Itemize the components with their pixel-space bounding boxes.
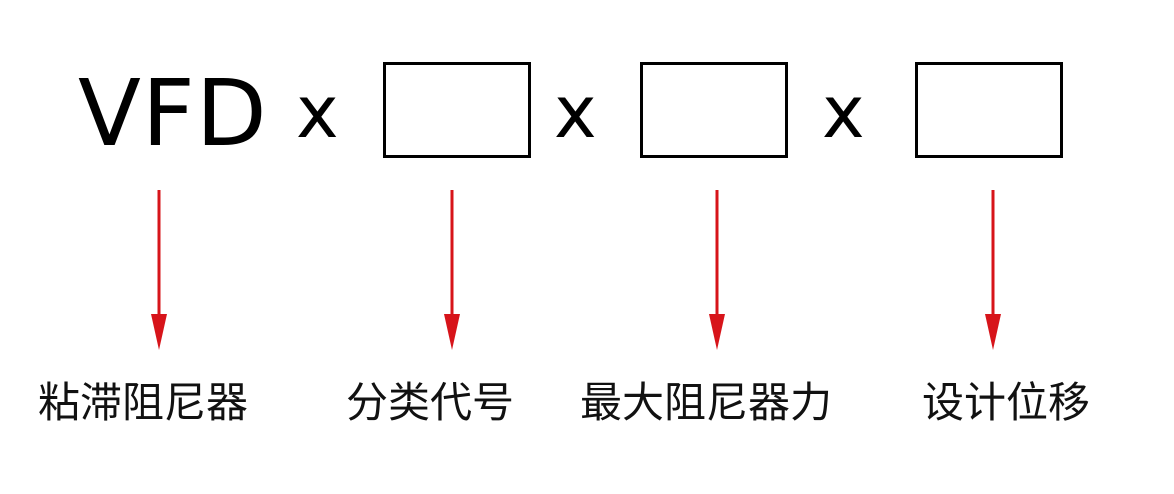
arrow-3	[709, 190, 725, 350]
separator-3: x	[822, 70, 865, 154]
separator-1: x	[296, 70, 339, 154]
arrow-4	[985, 190, 1001, 350]
code-slot-max-force	[640, 62, 788, 158]
arrow-3-head	[709, 314, 725, 350]
code-slot-classification	[383, 62, 531, 158]
arrow-1	[151, 190, 167, 350]
arrow-4-head	[985, 314, 1001, 350]
model-prefix: VFD	[78, 60, 268, 167]
arrow-2	[444, 190, 460, 350]
label-design-displacement: 设计位移	[922, 378, 1091, 427]
label-classification-code: 分类代号	[346, 378, 515, 427]
label-max-damper-force: 最大阻尼器力	[580, 378, 833, 427]
arrow-2-head	[444, 314, 460, 350]
arrow-1-head	[151, 314, 167, 350]
label-viscous-damper: 粘滞阻尼器	[38, 378, 249, 427]
separator-2: x	[554, 70, 597, 154]
code-slot-design-displacement	[915, 62, 1063, 158]
